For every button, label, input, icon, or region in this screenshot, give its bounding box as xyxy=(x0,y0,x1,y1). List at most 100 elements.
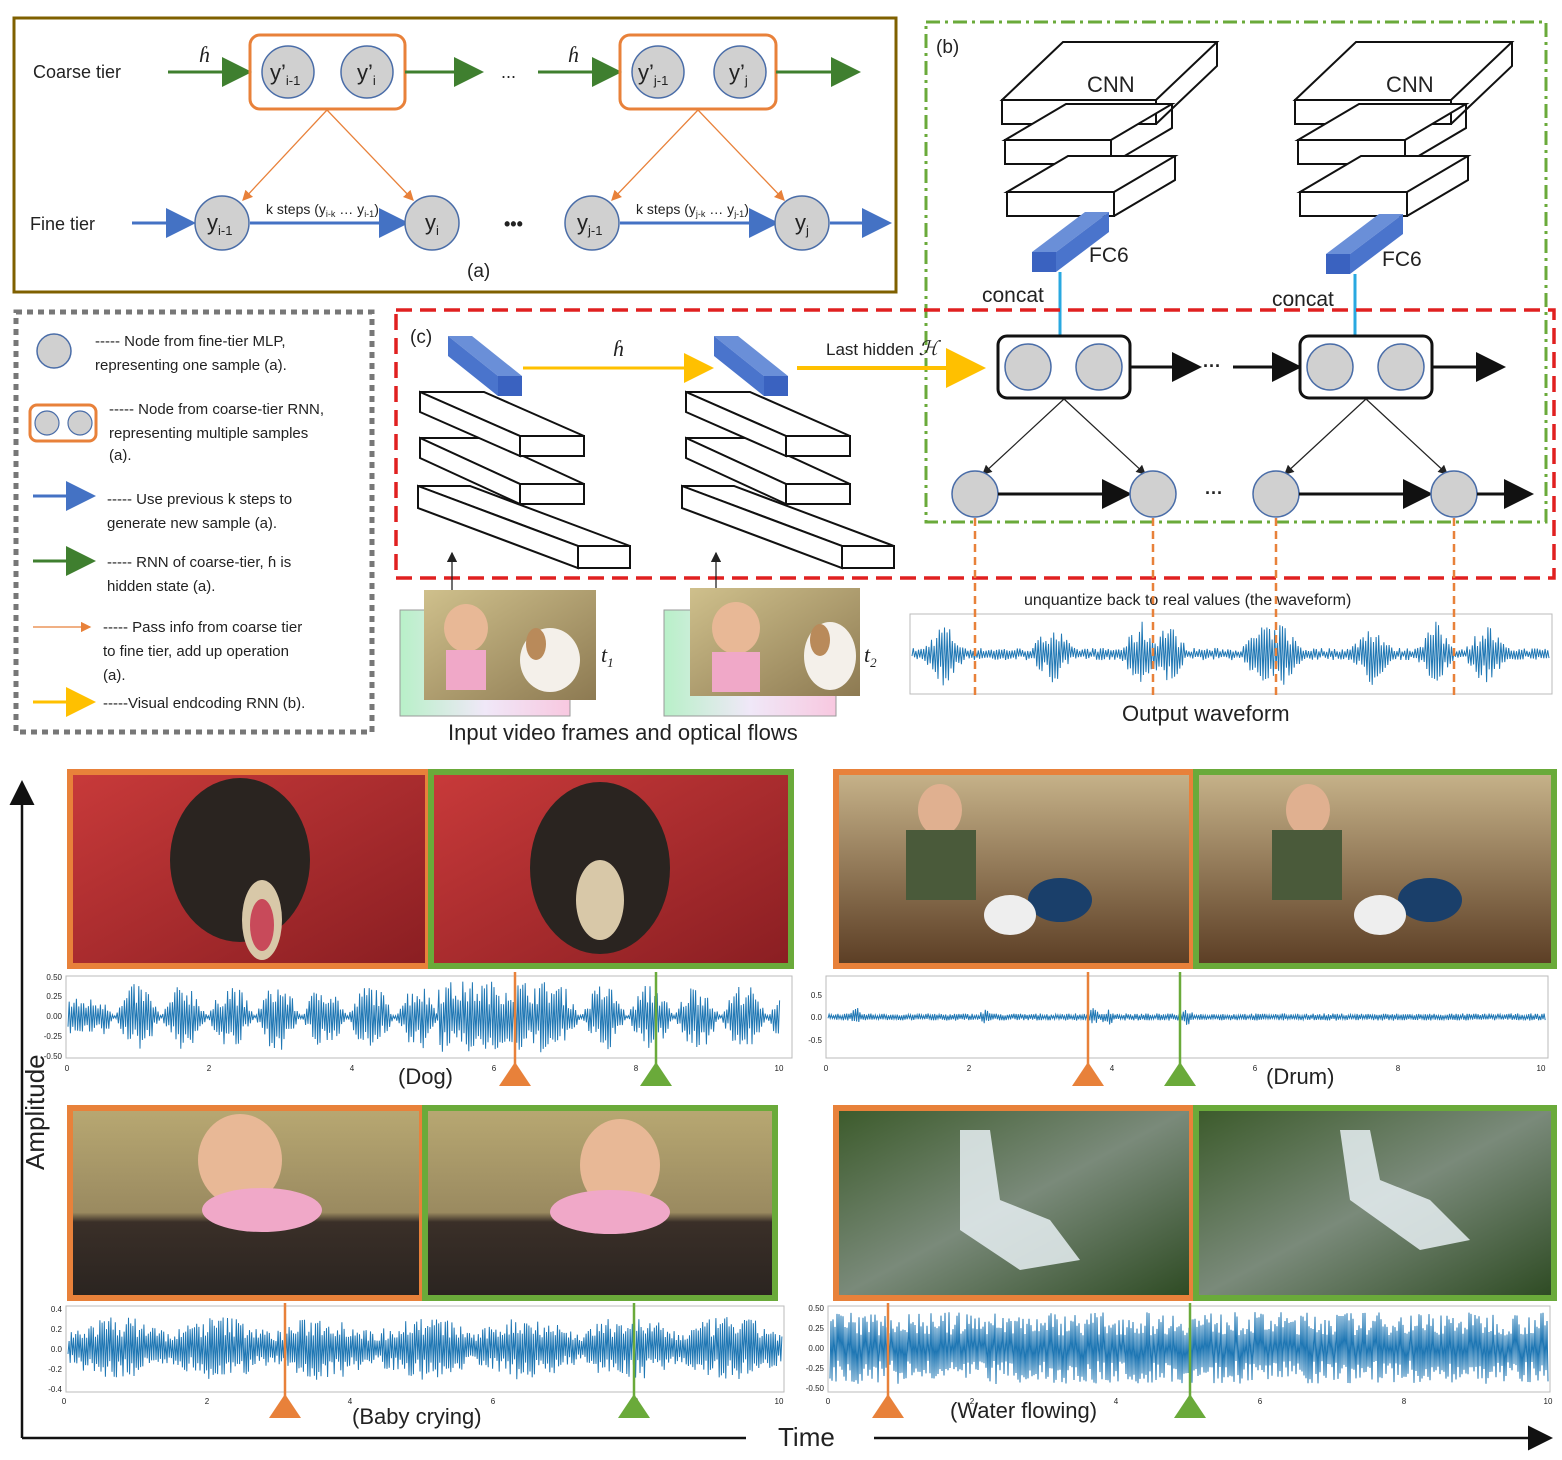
output-waveform xyxy=(911,621,1550,686)
x-tick-label: 8 xyxy=(634,1064,639,1073)
legend: ----- Node from fine-tier MLP, represent… xyxy=(13,309,375,735)
h-symbol: ɦ xyxy=(199,42,210,67)
encoder-fc-1 xyxy=(448,336,522,396)
coarse-to-fine-arrow xyxy=(242,109,328,201)
dog-y-ticks: 0.50 0.25 0.00 -0.25 -0.50 xyxy=(44,973,63,1061)
node-subscript: j-1 xyxy=(653,73,668,88)
cnn-label: CNN xyxy=(1386,72,1434,97)
x-tick-label: 4 xyxy=(350,1064,355,1073)
green-marker-triangle xyxy=(640,1062,672,1086)
svg-text:yi-1: yi-1 xyxy=(207,210,232,238)
baby-bib-shape xyxy=(550,1190,670,1234)
legend-item-text: to fine tier, add up operation xyxy=(103,643,289,660)
x-tick-label: 8 xyxy=(1402,1397,1407,1406)
x-tick-label: 0 xyxy=(826,1397,831,1406)
node-subscript: i-1 xyxy=(286,73,300,88)
ksteps-end: ) xyxy=(744,201,749,217)
input-caption: Input video frames and optical flows xyxy=(448,720,798,745)
node-subscript: i xyxy=(436,223,439,238)
coarse-sample-node xyxy=(631,45,685,99)
node-subscript: i xyxy=(373,73,376,88)
encoder-stack-2 xyxy=(681,390,895,570)
panel-a-border xyxy=(12,16,898,294)
coarse-sample-node xyxy=(261,45,315,99)
t2-label: t xyxy=(864,642,871,667)
baby-head-shape xyxy=(712,602,760,654)
drum-y-ticks: 0.5 0.0 -0.5 xyxy=(808,991,822,1045)
panel-c-label: (c) xyxy=(410,327,432,348)
node-label: y’ xyxy=(357,60,373,85)
panel-b-label: (b) xyxy=(936,37,959,58)
output-caption: Output waveform xyxy=(1122,701,1290,726)
dog-caption: (Dog) xyxy=(398,1064,453,1089)
coarse-sample-node xyxy=(340,45,394,99)
y-tick-label: 0.25 xyxy=(808,1324,824,1333)
encoder-fc-2 xyxy=(714,336,788,396)
dog-muzzle-shape xyxy=(576,860,624,940)
coarse-sample-node xyxy=(713,45,767,99)
concat-label: concat xyxy=(1272,288,1334,311)
y-tick-label: -0.25 xyxy=(806,1364,825,1373)
ksteps-label: k steps (y xyxy=(636,201,696,217)
x-tick-label: 0 xyxy=(62,1397,67,1406)
coarse-to-fine-arrow xyxy=(1284,398,1367,475)
fine-sample-node xyxy=(564,195,620,251)
h-symbol: ɦ xyxy=(568,42,579,67)
baby-frames xyxy=(67,1105,778,1301)
y-tick-label: -0.2 xyxy=(48,1365,62,1374)
dog-shape xyxy=(170,778,310,942)
t2-subscript: 2 xyxy=(870,655,877,670)
cnn-label: CNN xyxy=(1087,72,1135,97)
fine-node xyxy=(1430,470,1478,518)
ellipsis: ··· xyxy=(1203,356,1221,376)
baby-head-shape xyxy=(580,1119,660,1211)
concat-label: concat xyxy=(982,284,1044,307)
x-tick-label: 4 xyxy=(348,1397,353,1406)
sample-node xyxy=(1004,343,1052,391)
legend-fine-node-icon xyxy=(36,333,72,369)
dog-x-ticks: 0 2 4 6 8 10 xyxy=(65,1064,784,1073)
legend-item-text: generate new sample (a). xyxy=(107,515,277,532)
node-label: y’ xyxy=(638,60,654,85)
x-tick-label: 4 xyxy=(1114,1397,1119,1406)
orange-marker-triangle xyxy=(499,1062,531,1086)
input-frame-t2 xyxy=(663,588,860,717)
bottom-axes: Amplitude Time xyxy=(9,780,1553,1452)
ksteps-sub: i-1 xyxy=(364,209,374,219)
coarse-to-fine-arrow xyxy=(611,109,699,201)
h-symbol: ɦ xyxy=(613,336,624,361)
coarse-tier-label: Coarse tier xyxy=(33,62,121,82)
sample-node xyxy=(1306,343,1354,391)
legend-item-text: ----- Node from fine-tier MLP, xyxy=(95,333,286,350)
panel-a: Coarse tier Fine tier ɦ y’i-1 y’i ... ɦ … xyxy=(12,16,898,294)
legend-coarse-node-icon xyxy=(34,410,60,436)
drummer-body-shape xyxy=(906,830,976,900)
node-label: y’ xyxy=(270,60,286,85)
sample-node xyxy=(1075,343,1123,391)
node-label: y xyxy=(425,210,436,235)
y-tick-label: 0.00 xyxy=(46,1012,62,1021)
x-tick-label: 8 xyxy=(1396,1064,1401,1073)
x-tick-label: 4 xyxy=(1110,1064,1115,1073)
fc6-block-1 xyxy=(1032,212,1109,272)
x-tick-label: 0 xyxy=(824,1064,829,1073)
sample-node xyxy=(1377,343,1425,391)
coarse-to-fine-arrow xyxy=(697,109,785,201)
svg-text:y’j: y’j xyxy=(729,60,748,88)
legend-coarse-node-icon xyxy=(28,403,98,443)
fine-sample-node xyxy=(194,195,250,251)
y-tick-label: -0.4 xyxy=(48,1385,62,1394)
legend-border xyxy=(13,309,375,735)
t1-label: t xyxy=(601,642,608,667)
baby-bib-shape xyxy=(202,1188,322,1232)
orange-marker-triangle xyxy=(1072,1062,1104,1086)
y-tick-label: 0.0 xyxy=(51,1345,63,1354)
waterfall-shape xyxy=(960,1130,1080,1270)
dog-frames xyxy=(67,769,794,969)
panel-c: (c) ɦ xyxy=(394,308,1556,594)
fine-node xyxy=(951,470,999,518)
legend-item-text: -----Visual endcoding RNN (b). xyxy=(103,695,305,712)
baby-plot xyxy=(65,1305,785,1393)
drum-shape xyxy=(1028,878,1092,922)
cnn-stack-1 xyxy=(999,41,1220,217)
